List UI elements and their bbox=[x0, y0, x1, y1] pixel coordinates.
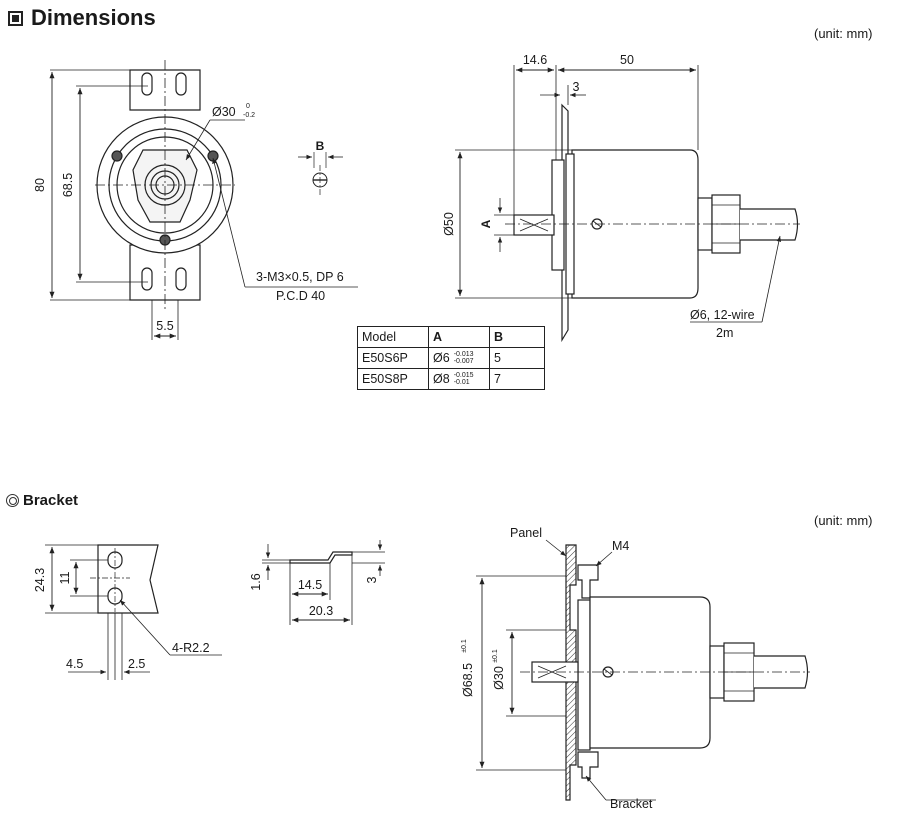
unit-note-bottom: (unit: mm) bbox=[814, 513, 873, 528]
dimensions-heading: Dimensions bbox=[31, 5, 156, 30]
screw-note-line-2: P.C.D 40 bbox=[276, 289, 325, 303]
dia-30-tol-upper: 0 bbox=[246, 103, 250, 110]
a-tol-lower: -0.01 bbox=[453, 379, 470, 387]
dim-11-label: 11 bbox=[58, 571, 72, 584]
dim-14-6-label: 14.6 bbox=[523, 53, 547, 67]
a-tol-upper: -0.013 bbox=[453, 351, 474, 359]
radius-label: 4-R2.2 bbox=[172, 641, 210, 655]
a-cell: Ø8-0.015-0.01 bbox=[428, 368, 490, 390]
screw-note-line-1: 3-M3×0.5, DP 6 bbox=[256, 270, 344, 284]
model-table: Model A B E50S6P Ø6-0.013-0.007 5 E50S8P… bbox=[357, 326, 545, 390]
panel-label: Panel bbox=[510, 526, 542, 540]
dia-50-label: Ø50 bbox=[442, 212, 456, 236]
section-title-bracket: Bracket bbox=[6, 492, 78, 509]
dia-30-mount-label: Ø30 bbox=[492, 666, 506, 690]
label-a: A bbox=[479, 219, 493, 228]
dim-2-5-label: 2.5 bbox=[128, 657, 145, 671]
dia-30-mount-tol: ±0.1 bbox=[492, 649, 499, 663]
dim-50-label: 50 bbox=[620, 53, 634, 67]
dia-68-5-label: Ø68.5 bbox=[461, 663, 475, 697]
a-value: Ø8 bbox=[433, 371, 450, 386]
b-cell: 7 bbox=[489, 368, 545, 390]
m4-label: M4 bbox=[612, 539, 629, 553]
dim-5-5-label: 5.5 bbox=[156, 319, 173, 333]
dim-4-5-label: 4.5 bbox=[66, 657, 83, 671]
dia-30-tol-lower: -0.2 bbox=[243, 112, 255, 119]
dim-14-5-label: 14.5 bbox=[298, 578, 322, 592]
model-cell: E50S6P bbox=[357, 347, 429, 369]
bracket-profile-view bbox=[262, 540, 385, 625]
bracket-front-view bbox=[45, 544, 222, 680]
header-a: A bbox=[428, 326, 490, 348]
dim-3-label: 3 bbox=[573, 80, 580, 94]
dim-3-bracket-label: 3 bbox=[365, 576, 379, 583]
a-tol-lower: -0.007 bbox=[453, 358, 474, 366]
side-view bbox=[455, 65, 800, 343]
dim-20-3-label: 20.3 bbox=[309, 604, 333, 618]
filled-square-icon bbox=[8, 10, 23, 26]
unit-note-top: (unit: mm) bbox=[814, 26, 873, 41]
dia-30-label: Ø30 bbox=[212, 105, 236, 119]
model-cell: E50S8P bbox=[357, 368, 429, 390]
dim-68-5-label: 68.5 bbox=[61, 173, 75, 197]
table-header-row: Model A B bbox=[357, 326, 545, 348]
dim-80-label: 80 bbox=[33, 178, 47, 192]
header-model: Model bbox=[357, 326, 429, 348]
section-title-dimensions: Dimensions bbox=[8, 5, 156, 31]
bracket-label: Bracket bbox=[610, 797, 653, 811]
a-tol-upper: -0.015 bbox=[453, 372, 474, 380]
a-value: Ø6 bbox=[433, 350, 450, 365]
cable-spec-line-1: Ø6, 12-wire bbox=[690, 308, 755, 322]
double-circle-icon bbox=[6, 494, 19, 507]
dim-1-6-label: 1.6 bbox=[249, 573, 263, 590]
mount-view bbox=[476, 539, 810, 801]
bracket-heading: Bracket bbox=[23, 492, 79, 509]
detail-b-view bbox=[298, 152, 343, 196]
table-row: E50S6P Ø6-0.013-0.007 5 bbox=[357, 347, 545, 369]
b-cell: 5 bbox=[489, 347, 545, 369]
dim-24-3-label: 24.3 bbox=[33, 568, 47, 592]
cable-spec-line-2: 2m bbox=[716, 326, 733, 340]
a-cell: Ø6-0.013-0.007 bbox=[428, 347, 490, 369]
dia-68-5-tol: ±0.1 bbox=[461, 639, 468, 653]
header-b: B bbox=[489, 326, 545, 348]
detail-b-label: B bbox=[316, 139, 325, 153]
table-row: E50S8P Ø8-0.015-0.01 7 bbox=[357, 368, 545, 390]
front-view bbox=[49, 60, 358, 340]
